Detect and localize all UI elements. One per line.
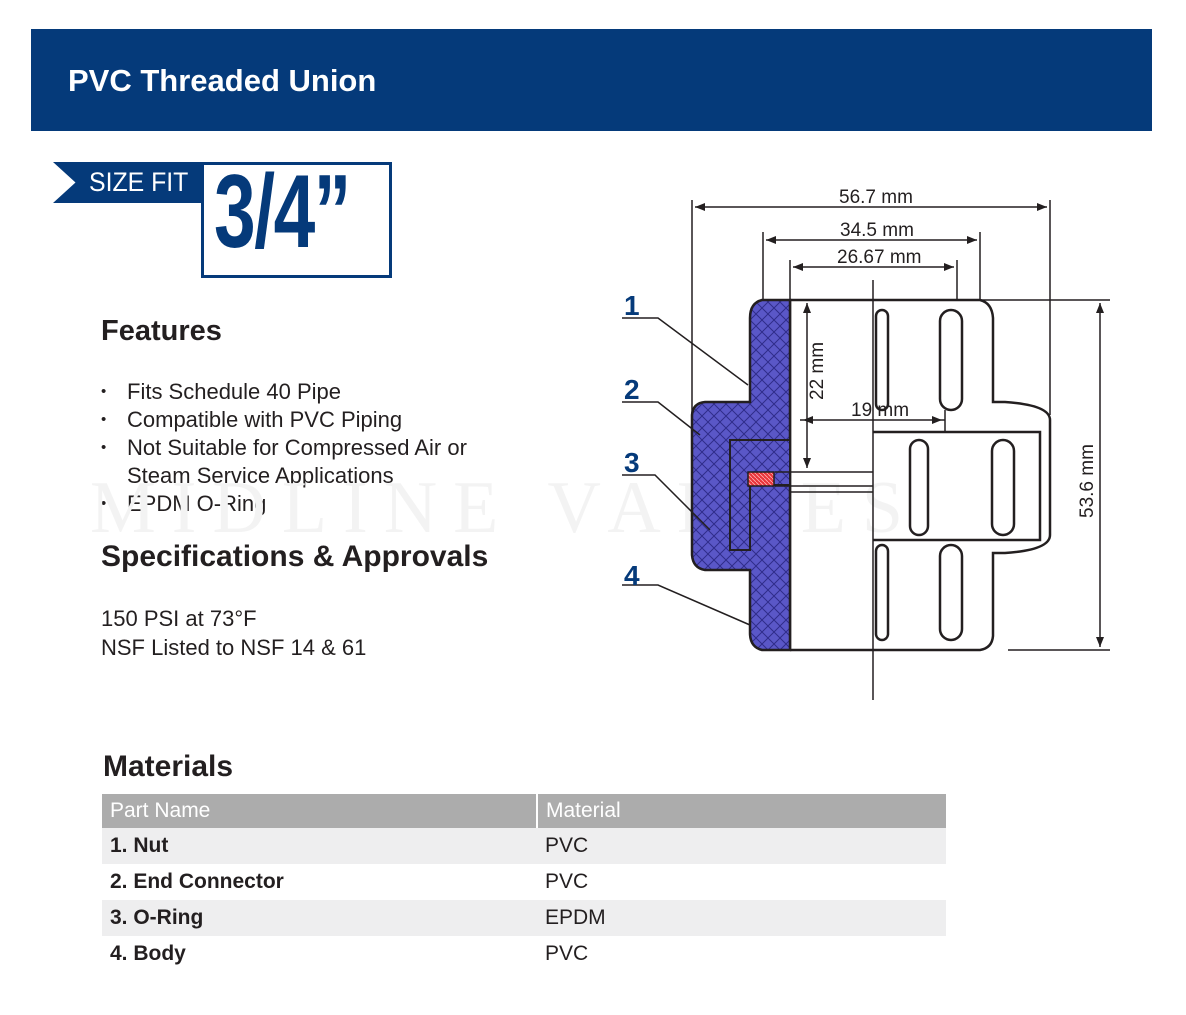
materials-heading: Materials <box>103 750 234 783</box>
column-header-part-name: Part Name <box>102 794 537 828</box>
callout-3: 3 <box>624 447 640 478</box>
features-heading: Features <box>101 315 222 347</box>
feature-item: Fits Schedule 40 Pipe <box>101 378 507 406</box>
spec-line: 150 PSI at 73°F <box>101 606 257 631</box>
specifications-block: 150 PSI at 73°F NSF Listed to NSF 14 & 6… <box>101 604 366 662</box>
dim-socket-depth: 26.67 mm <box>837 247 921 268</box>
feature-item: EPDM O-Ring <box>101 490 507 518</box>
part-name-cell: 3. O-Ring <box>102 900 537 936</box>
features-list: Fits Schedule 40 Pipe Compatible with PV… <box>101 378 507 518</box>
feature-item: Compatible with PVC Piping <box>101 406 507 434</box>
materials-table: Part Name Material 1. Nut PVC 2. End Con… <box>102 794 946 972</box>
specifications-heading: Specifications & Approvals <box>101 540 489 573</box>
union-cross-section-diagram: 56.7 mm 34.5 mm 26.67 mm 22 mm 19 mm 53.… <box>622 187 1110 700</box>
body-outline <box>788 298 1052 652</box>
callout-1: 1 <box>624 290 640 321</box>
dim-overall-height: 53.6 mm <box>1077 444 1098 518</box>
material-cell: PVC <box>545 870 589 893</box>
part-name-cell: 2. End Connector <box>110 870 284 893</box>
page-title: PVC Threaded Union <box>68 63 377 98</box>
material-cell: EPDM <box>537 900 946 936</box>
table-header-row: Part Name Material <box>102 794 946 828</box>
o-ring <box>747 471 775 487</box>
dim-socket-radius: 22 mm <box>807 342 828 400</box>
dim-overall-length: 56.7 mm <box>839 187 913 208</box>
part-name-cell: 1. Nut <box>102 828 537 864</box>
material-cell: PVC <box>537 828 946 864</box>
dim-inner-length: 19 mm <box>851 400 909 421</box>
size-fit-ribbon: SIZE FIT <box>53 162 203 203</box>
callout-2: 2 <box>624 374 640 405</box>
part-name-cell: 4. Body <box>110 942 186 965</box>
size-fit-label: SIZE FIT <box>89 167 189 197</box>
table-row: 4. Body PVC <box>102 936 946 972</box>
table-row: 2. End Connector PVC <box>102 864 946 900</box>
feature-item: Not Suitable for Compressed Air or Steam… <box>101 434 507 490</box>
dim-body-length: 34.5 mm <box>840 220 914 241</box>
spec-line: NSF Listed to NSF 14 & 61 <box>101 635 367 660</box>
column-header-material: Material <box>536 794 946 828</box>
material-cell: PVC <box>545 942 589 965</box>
size-fit-value: 3/4” <box>214 154 351 270</box>
table-row: 3. O-Ring EPDM <box>102 900 946 936</box>
callout-4: 4 <box>624 560 640 591</box>
table-row: 1. Nut PVC <box>102 828 946 864</box>
size-fit-box: 3/4” <box>201 154 392 278</box>
header-banner: PVC Threaded Union <box>31 29 1152 131</box>
